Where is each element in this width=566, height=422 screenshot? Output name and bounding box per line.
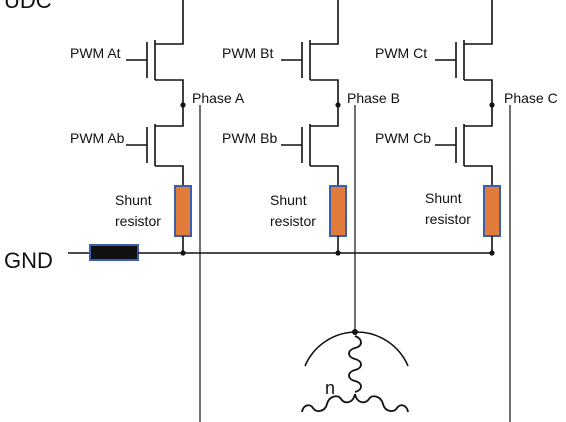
pwm-ab-label: PWM Ab	[70, 130, 125, 146]
phase-a-label: Phase A	[192, 90, 245, 106]
motor: n	[301, 329, 409, 413]
pwm-bt-label: PWM Bt	[222, 45, 273, 61]
shunt-c-label-line1: Shunt	[425, 190, 462, 206]
high-side-mosfet-c	[455, 0, 493, 105]
shunt-resistor-a	[174, 185, 192, 237]
high-side-mosfet-a	[146, 0, 184, 105]
gnd-node-b	[335, 250, 341, 256]
udc-label: UDC	[4, 0, 52, 13]
shunt-resistor-b	[329, 185, 347, 237]
gnd-sense-resistor	[89, 244, 139, 261]
shunt-c-label-line2: resistor	[425, 211, 471, 227]
gnd-node-c	[489, 250, 495, 256]
low-side-mosfet-b	[301, 105, 339, 186]
shunt-b-label-line1: Shunt	[270, 192, 307, 208]
phase-c-label: Phase C	[504, 90, 558, 106]
pwm-ct-label: PWM Ct	[375, 45, 427, 61]
motor-housing	[304, 331, 409, 367]
gnd-label: GND	[4, 248, 53, 273]
leg-c: PWM Ct Phase C PWM Cb Shunt resistor	[375, 0, 558, 422]
winding-a	[301, 393, 356, 413]
pwm-cb-label: PWM Cb	[375, 130, 431, 146]
low-side-mosfet-c	[455, 105, 493, 186]
leg-a: PWM At Phase A PWM Ab Shunt resistor	[70, 0, 245, 422]
pwm-bb-label: PWM Bb	[222, 130, 277, 146]
winding-b	[348, 335, 362, 393]
shunt-b-label-line2: resistor	[270, 213, 316, 229]
shunt-resistor-c	[483, 185, 501, 237]
phase-b-label: Phase B	[347, 90, 400, 106]
pwm-at-label: PWM At	[70, 45, 121, 61]
high-side-mosfet-b	[301, 0, 339, 105]
gnd-node-a	[180, 250, 186, 256]
low-side-mosfet-a	[146, 105, 184, 186]
neutral-label: n	[325, 378, 335, 398]
winding-c	[354, 393, 409, 413]
shunt-a-label-line1: Shunt	[115, 192, 152, 208]
shunt-a-label-line2: resistor	[115, 213, 161, 229]
leg-b: PWM Bt Phase B PWM Bb Shunt resistor	[222, 0, 400, 330]
